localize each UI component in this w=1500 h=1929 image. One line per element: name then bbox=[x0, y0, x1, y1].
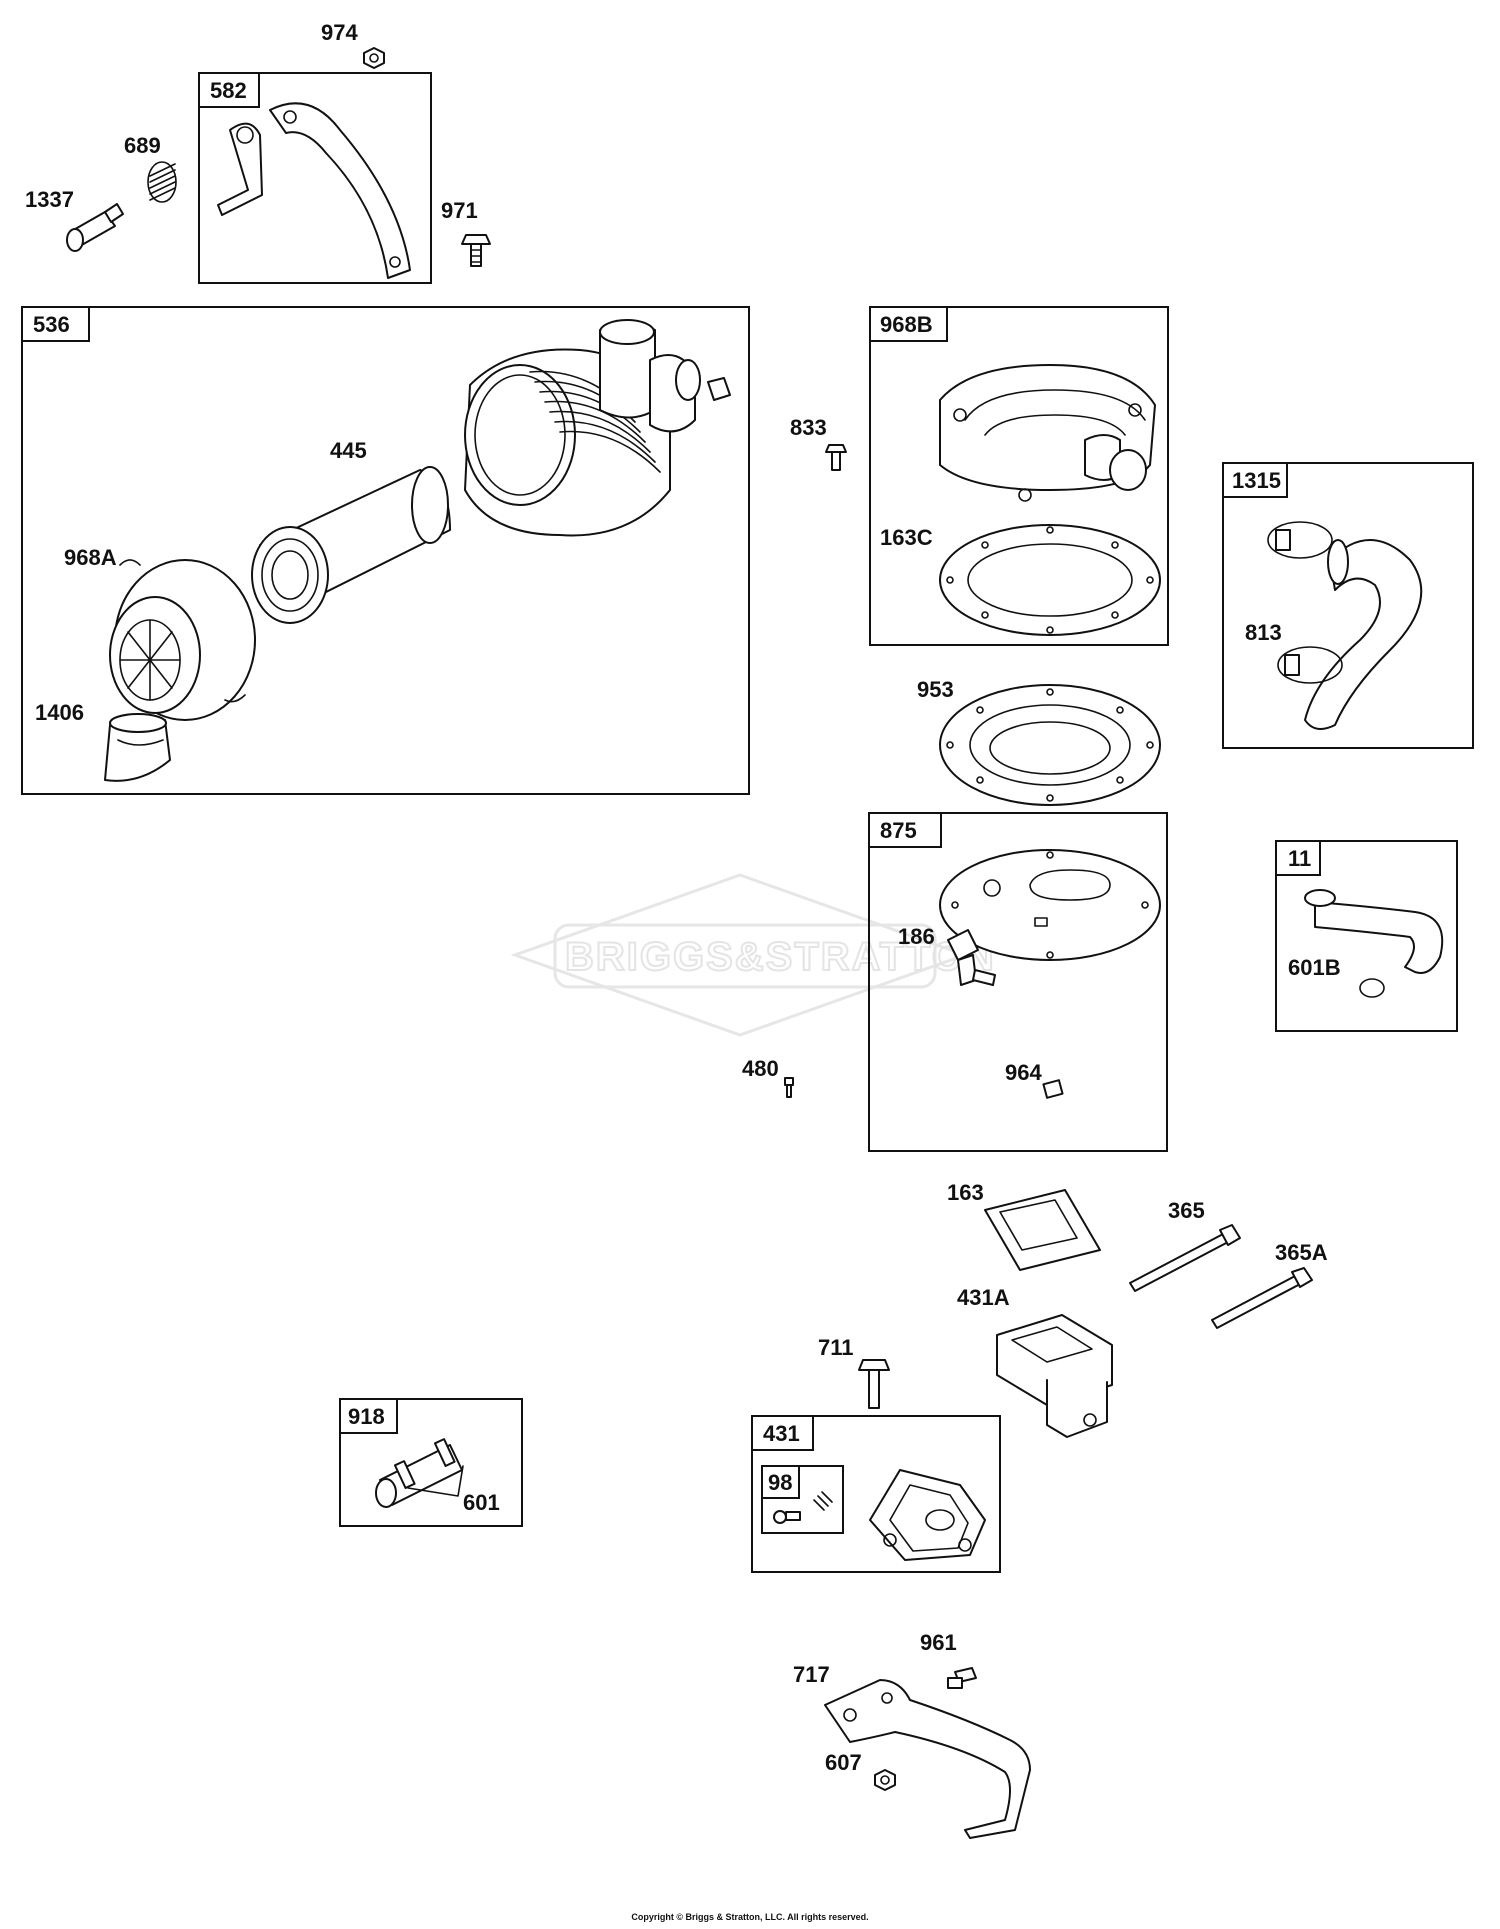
label-971: 971 bbox=[441, 198, 478, 223]
part-365-bolt[interactable] bbox=[1129, 1224, 1241, 1292]
part-717-bracket[interactable] bbox=[824, 1679, 1031, 1839]
label-689: 689 bbox=[124, 133, 161, 158]
part-964-cap[interactable] bbox=[1042, 1079, 1064, 1099]
part-365A-bolt[interactable] bbox=[1211, 1267, 1313, 1329]
label-445: 445 bbox=[330, 438, 367, 463]
part-968A-cover[interactable] bbox=[109, 559, 256, 721]
label-601: 601 bbox=[463, 1490, 500, 1515]
label-968A: 968A bbox=[64, 545, 117, 570]
part-98-screw[interactable] bbox=[773, 1510, 801, 1524]
label-961: 961 bbox=[920, 1630, 957, 1655]
label-711: 711 bbox=[818, 1335, 854, 1360]
part-961-bolt[interactable] bbox=[947, 1667, 977, 1689]
box-1315[interactable]: 1315 bbox=[1222, 462, 1474, 749]
box-582[interactable]: 582 bbox=[198, 72, 432, 284]
box-875[interactable]: 875 bbox=[868, 812, 1168, 1152]
box-918-tag: 918 bbox=[348, 1404, 385, 1429]
box-582-tag: 582 bbox=[210, 78, 247, 103]
label-365A: 365A bbox=[1275, 1240, 1328, 1265]
label-953: 953 bbox=[917, 677, 954, 702]
part-689-spring[interactable] bbox=[147, 161, 177, 203]
part-163-gasket[interactable] bbox=[984, 1189, 1101, 1271]
box-1315-tag: 1315 bbox=[1232, 468, 1281, 493]
label-163C: 163C bbox=[880, 525, 933, 550]
part-953-gasket[interactable] bbox=[939, 684, 1161, 806]
label-601B: 601B bbox=[1288, 955, 1341, 980]
box-98[interactable]: 98 bbox=[761, 1465, 844, 1534]
part-11-tube[interactable] bbox=[1304, 889, 1444, 974]
watermark-text: BRIGGS&STRATTON bbox=[565, 935, 996, 979]
label-974: 974 bbox=[321, 20, 358, 45]
label-163: 163 bbox=[947, 1180, 984, 1205]
part-607-nut[interactable] bbox=[874, 1769, 896, 1791]
part-1337-pin[interactable] bbox=[66, 203, 124, 252]
box-968B-tag: 968B bbox=[880, 312, 933, 337]
part-431A-spacer[interactable] bbox=[996, 1314, 1113, 1438]
part-813-clamp-top[interactable] bbox=[1267, 521, 1333, 559]
box-968B[interactable]: 968B bbox=[869, 306, 1169, 646]
part-air-cleaner-housing[interactable] bbox=[464, 319, 731, 537]
part-813-clamp-bottom[interactable] bbox=[1277, 646, 1343, 684]
label-833: 833 bbox=[790, 415, 827, 440]
part-1406-valve[interactable] bbox=[104, 713, 171, 782]
part-833-bolt[interactable] bbox=[825, 444, 847, 471]
part-974-nut[interactable] bbox=[363, 47, 385, 69]
label-813: 813 bbox=[1245, 620, 1282, 645]
label-480: 480 bbox=[742, 1056, 779, 1081]
label-365: 365 bbox=[1168, 1198, 1205, 1223]
copyright-notice: Copyright © Briggs & Stratton, LLC. All … bbox=[631, 1912, 869, 1922]
box-536[interactable]: 536 bbox=[21, 306, 750, 795]
box-536-tag: 536 bbox=[33, 312, 70, 337]
label-431A: 431A bbox=[957, 1285, 1010, 1310]
watermark-logo: BRIGGS&STRATTON bbox=[510, 873, 996, 1037]
part-582-bracket[interactable] bbox=[217, 102, 411, 279]
part-918-tube[interactable] bbox=[375, 1438, 463, 1508]
part-601-leader bbox=[407, 1465, 464, 1497]
label-717: 717 bbox=[793, 1662, 830, 1687]
box-431[interactable]: 431 bbox=[751, 1415, 1001, 1573]
part-711-bolt[interactable] bbox=[858, 1359, 890, 1409]
label-607: 607 bbox=[825, 1750, 862, 1775]
box-875-tag: 875 bbox=[880, 818, 917, 843]
part-875-plate[interactable] bbox=[939, 849, 1161, 961]
part-431-manifold[interactable] bbox=[869, 1469, 986, 1561]
part-971-bolt[interactable] bbox=[461, 234, 491, 267]
label-186: 186 bbox=[898, 924, 935, 949]
box-431-tag: 431 bbox=[763, 1421, 800, 1446]
part-480-screw[interactable] bbox=[784, 1077, 794, 1098]
part-1315-hose[interactable] bbox=[1304, 539, 1423, 730]
box-11-tag: 11 bbox=[1288, 846, 1311, 871]
box-11[interactable]: 11 bbox=[1275, 840, 1458, 1032]
label-1337: 1337 bbox=[25, 187, 74, 212]
box-98-tag: 98 bbox=[768, 1470, 792, 1495]
box-918[interactable]: 918 bbox=[339, 1398, 523, 1527]
part-968B-housing[interactable] bbox=[939, 364, 1156, 502]
part-98-spring[interactable] bbox=[813, 1491, 833, 1511]
part-445-filter[interactable] bbox=[251, 466, 451, 624]
part-186-fitting[interactable] bbox=[947, 929, 996, 986]
part-163C-gasket[interactable] bbox=[939, 524, 1161, 636]
label-1406: 1406 bbox=[35, 700, 84, 725]
part-601B-clamp[interactable] bbox=[1359, 978, 1385, 998]
label-964: 964 bbox=[1005, 1060, 1042, 1085]
